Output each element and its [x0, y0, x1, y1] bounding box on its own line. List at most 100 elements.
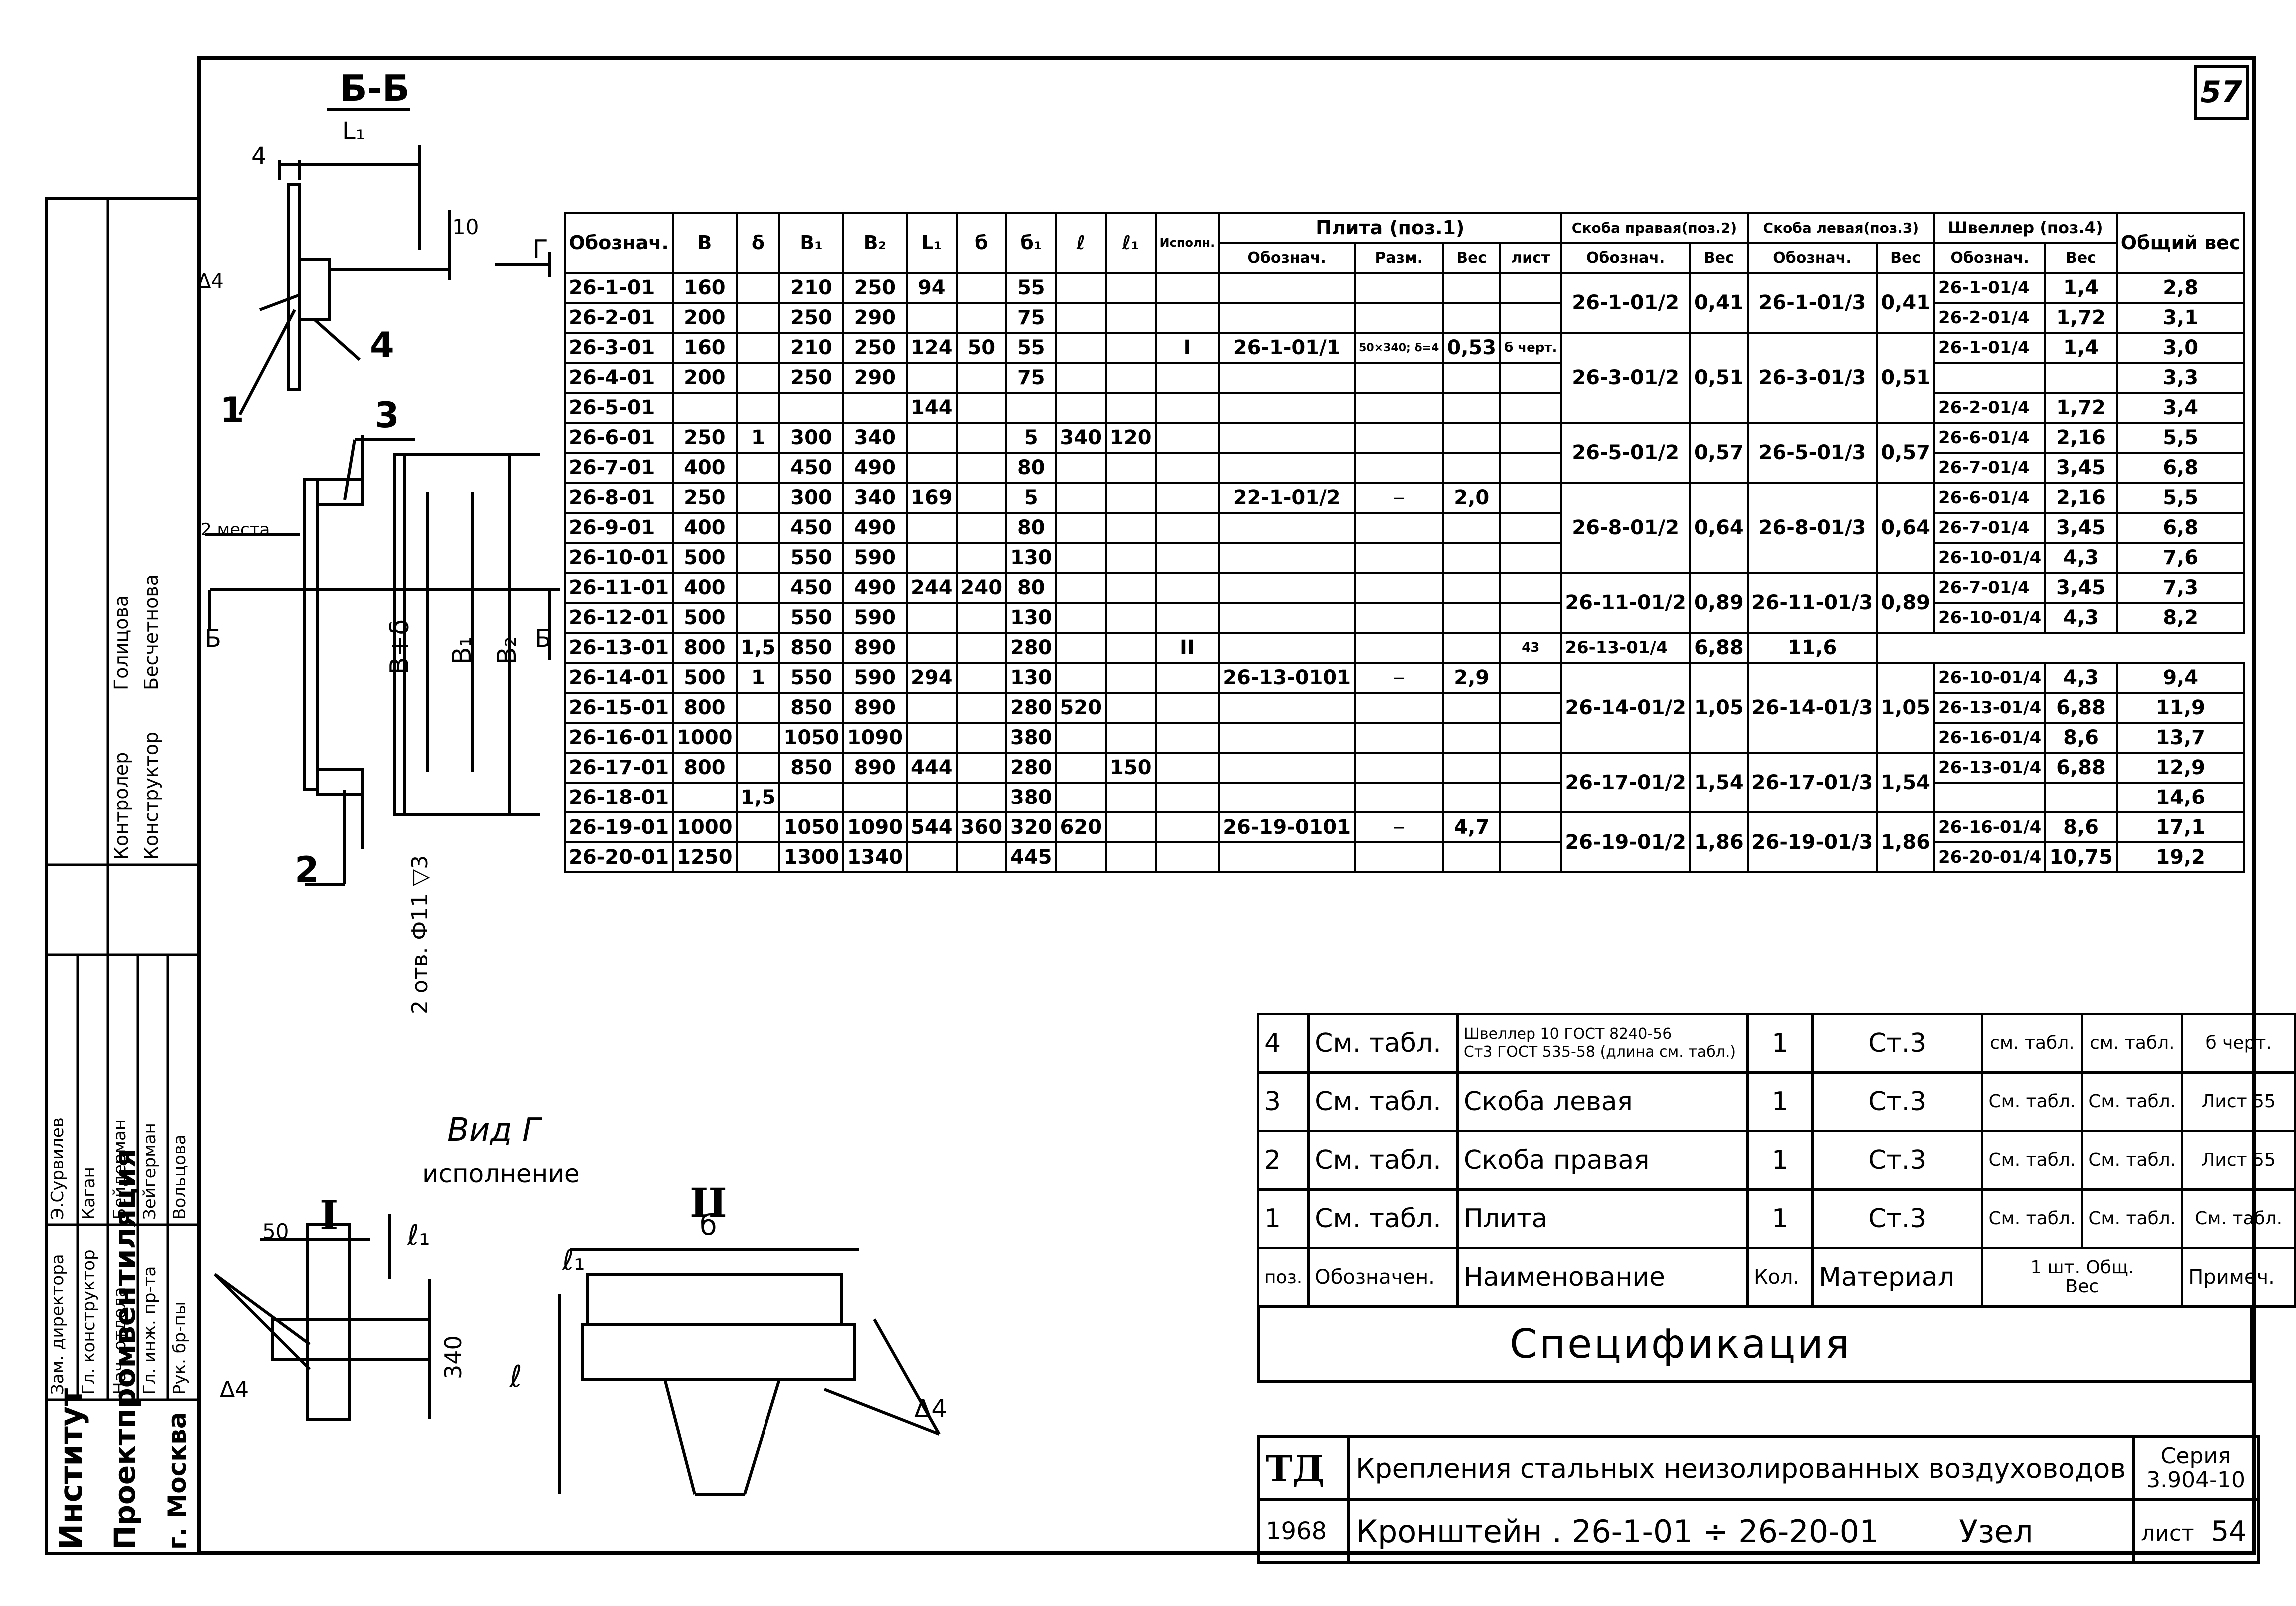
table-cell [1055, 272, 1107, 304]
bracket-cell: 0,41 [1689, 272, 1749, 334]
spec-cell-des: См. табл. [1307, 1013, 1459, 1074]
dim-l1-view-2: ℓ₁ [562, 1244, 585, 1277]
table-cell: 26-15-01 [563, 692, 674, 724]
bracket-cell: 26-5-01/3 [1746, 422, 1878, 484]
table-cell: 4,3 [2044, 602, 2118, 634]
table-cell [1105, 662, 1157, 694]
table-cell: 26-6-01 [563, 422, 674, 454]
table-cell: 250 [672, 422, 738, 454]
table-cell: 3,45 [2044, 512, 2118, 544]
table-cell: 130 [1005, 602, 1057, 634]
table-cell [1499, 392, 1562, 424]
table-cell: 1,5 [735, 632, 781, 664]
spec-h-w1: 1 шт. [2030, 1257, 2081, 1278]
table-cell: 14,6 [2115, 782, 2246, 813]
hdr-channel: Швеллер (поз.4) [1933, 212, 2118, 244]
table-cell [955, 272, 1008, 304]
table-cell [1105, 782, 1157, 813]
table-cell: 26-10-01 [563, 542, 674, 574]
table-cell [906, 722, 958, 754]
table-cell [1154, 722, 1220, 754]
table-cell [1218, 632, 1356, 664]
hdr-b1: В₁ [778, 212, 844, 274]
weld-view-2: Δ4 [914, 1394, 948, 1423]
table-cell [1105, 692, 1157, 724]
table-cell: 1000 [672, 811, 738, 843]
hdr-plate: Плита (поз.1) [1218, 212, 1562, 244]
table-cell [1499, 572, 1562, 604]
table-cell: 850 [778, 632, 844, 664]
table-cell: 1050 [778, 811, 844, 843]
bracket-cell: 26-1-01/3 [1746, 272, 1878, 334]
dim-l1-view: ℓ₁ [407, 1219, 430, 1252]
table-cell: 144 [906, 392, 958, 424]
table-cell: 550 [778, 662, 844, 694]
pos-3-label: 3 [375, 395, 399, 436]
bracket-cell: 26-19-01/2 [1560, 811, 1691, 873]
table-cell [778, 392, 844, 424]
hdr-bb: б [955, 212, 1008, 274]
table-cell: — [1354, 811, 1444, 843]
spec-cell-pos: 2 [1256, 1130, 1310, 1191]
table-cell [1154, 302, 1220, 334]
table-cell: 26-18-01 [563, 782, 674, 813]
bracket-cell: 0,51 [1689, 332, 1749, 424]
table-cell: 280 [1005, 692, 1057, 724]
table-cell [1154, 422, 1220, 454]
spec-cell-w1: См. табл. [1981, 1130, 2084, 1191]
table-cell: 250 [778, 362, 844, 394]
table-cell [1105, 482, 1157, 514]
sub-plate-size: Разм. [1354, 242, 1444, 274]
table-cell: 200 [672, 302, 738, 334]
table-cell: II [1154, 632, 1220, 664]
table-cell: 240 [955, 572, 1008, 604]
table-cell [735, 542, 781, 574]
arrow-b-label-left: Б [205, 625, 221, 653]
table-cell: 290 [842, 302, 908, 334]
table-cell [2044, 362, 2118, 394]
table-cell [906, 362, 958, 394]
table-cell: 890 [842, 632, 908, 664]
bracket-cell: 0,57 [1876, 422, 1936, 484]
spec-header-row: поз. Обозначен. Наименование Кол. Матери… [1256, 1247, 2296, 1308]
table-cell: 150 [1105, 752, 1157, 784]
sheet-value: 54 [2211, 1515, 2247, 1548]
view-subtitle: исполнение [422, 1159, 580, 1188]
spec-cell-w2: См. табл. [2081, 1130, 2184, 1191]
table-cell: 8,6 [2044, 811, 2118, 843]
table-cell: 3,45 [2044, 572, 2118, 604]
table-cell [1218, 542, 1356, 574]
table-cell: 1,72 [2044, 302, 2118, 334]
spec-h-name: Наименование [1456, 1247, 1749, 1308]
table-cell [1055, 602, 1107, 634]
sub-rb-des: Обознач. [1560, 242, 1691, 274]
table-cell: 490 [842, 572, 908, 604]
spec-cell-qty: 1 [1746, 1130, 1814, 1191]
bracket-cell: 26-8-01/3 [1746, 482, 1878, 574]
spec-cell-pos: 1 [1256, 1188, 1310, 1249]
pos-1-label: 1 [220, 390, 244, 431]
table-cell [955, 482, 1008, 514]
dim-10: 10 [452, 215, 479, 239]
bracket-cell: 26-1-01/2 [1560, 272, 1691, 334]
table-cell [906, 782, 958, 813]
spec-cell-qty: 1 [1746, 1071, 1814, 1132]
table-cell: 26-16-01/4 [1933, 811, 2047, 843]
bracket-cell: 0,64 [1876, 482, 1936, 574]
dim-340: 340 [440, 1335, 467, 1379]
spec-cell-des: См. табл. [1307, 1071, 1459, 1132]
stamp-grid [48, 200, 200, 1401]
table-cell [1354, 841, 1444, 873]
table-cell: 550 [778, 602, 844, 634]
table-cell: 7,6 [2115, 542, 2246, 574]
